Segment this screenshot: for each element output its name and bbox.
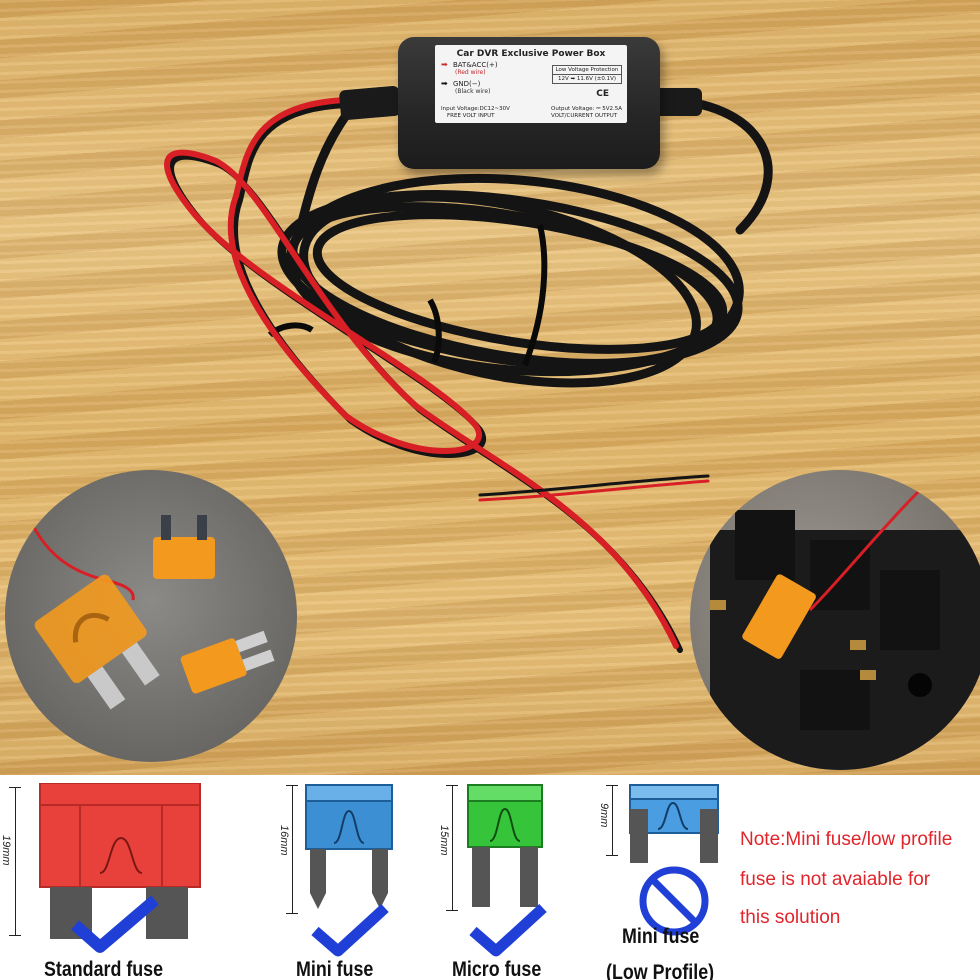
standard-fuse-label: Standard fuse	[44, 958, 164, 980]
power-box-title: Car DVR Exclusive Power Box	[456, 49, 606, 59]
low-profile-fuse-label: Mini fuse	[622, 925, 700, 948]
protection-value: 12V ➡ 11.6V (±0.1V)	[553, 74, 621, 83]
bat-sub: (Red wire)	[455, 69, 486, 76]
note-line-3: this solution	[740, 907, 841, 928]
black-cable-coil	[277, 95, 773, 388]
gnd-label: GND(−)	[453, 80, 481, 88]
micro-fuse-label: Micro fuse	[452, 958, 542, 980]
check-icon	[469, 903, 547, 957]
cable-illustration	[164, 85, 773, 653]
standard-fuse-icon	[39, 783, 201, 939]
micro-fuse-dimension: 15mm	[438, 825, 450, 856]
note-line-2: fuse is not avaiable for	[740, 869, 931, 890]
input-voltage: Input Voltage:DC12~30V	[441, 106, 510, 112]
ce-mark: CE	[596, 89, 609, 99]
power-box: Car DVR Exclusive Power Box ➡ BAT&ACC(+) …	[398, 37, 660, 169]
bat-label: BAT&ACC(+)	[453, 61, 498, 69]
arrow-right-icon: ➡	[441, 60, 448, 69]
output-voltage: Output Voltage: ⎓ 5V2.5A	[551, 106, 622, 112]
arrow-right-icon: ➡	[441, 79, 448, 88]
low-profile-fuse-label-line2: (Low Profile)	[606, 961, 715, 980]
protection-title: Low Voltage Protection	[555, 67, 619, 73]
prohibited-icon	[639, 866, 709, 936]
check-icon	[311, 903, 389, 957]
mini-fuse-dimension: 16mm	[278, 825, 290, 856]
fuse-comparison-diagram: 19mm Standard fuse 16mm Mini fuse 15mm	[0, 775, 980, 980]
fusebox-inset-photo	[690, 470, 980, 770]
gnd-sub: (Black wire)	[455, 88, 491, 95]
product-photo: Car DVR Exclusive Power Box ➡ BAT&ACC(+) …	[0, 0, 980, 775]
low-profile-fuse-dimension: 9mm	[598, 803, 610, 828]
input-caption: FREE VOLT INPUT	[447, 113, 495, 119]
gnd-row: ➡ GND(−) (Black wire)	[441, 80, 490, 96]
note-line-1: Note:Mini fuse/low profile	[740, 829, 953, 850]
power-box-label: Car DVR Exclusive Power Box ➡ BAT&ACC(+) …	[435, 45, 627, 123]
mini-fuse-label: Mini fuse	[296, 958, 374, 980]
bat-row: ➡ BAT&ACC(+) (Red wire)	[441, 61, 498, 77]
standard-fuse-dimension: 19mm	[0, 835, 12, 866]
check-icon	[71, 895, 159, 953]
low-profile-mini-fuse-icon	[629, 784, 719, 863]
red-black-wire	[164, 97, 710, 653]
mini-fuse-icon	[305, 784, 393, 909]
fuses-inset-photo	[5, 470, 297, 762]
output-caption: VOLT/CURRENT OUTPUT	[551, 113, 618, 119]
micro-fuse-icon	[467, 784, 543, 907]
power-box-footer: Input Voltage:DC12~30V FREE VOLT INPUT O…	[441, 106, 622, 120]
protection-box: Low Voltage Protection 12V ➡ 11.6V (±0.1…	[552, 65, 622, 84]
